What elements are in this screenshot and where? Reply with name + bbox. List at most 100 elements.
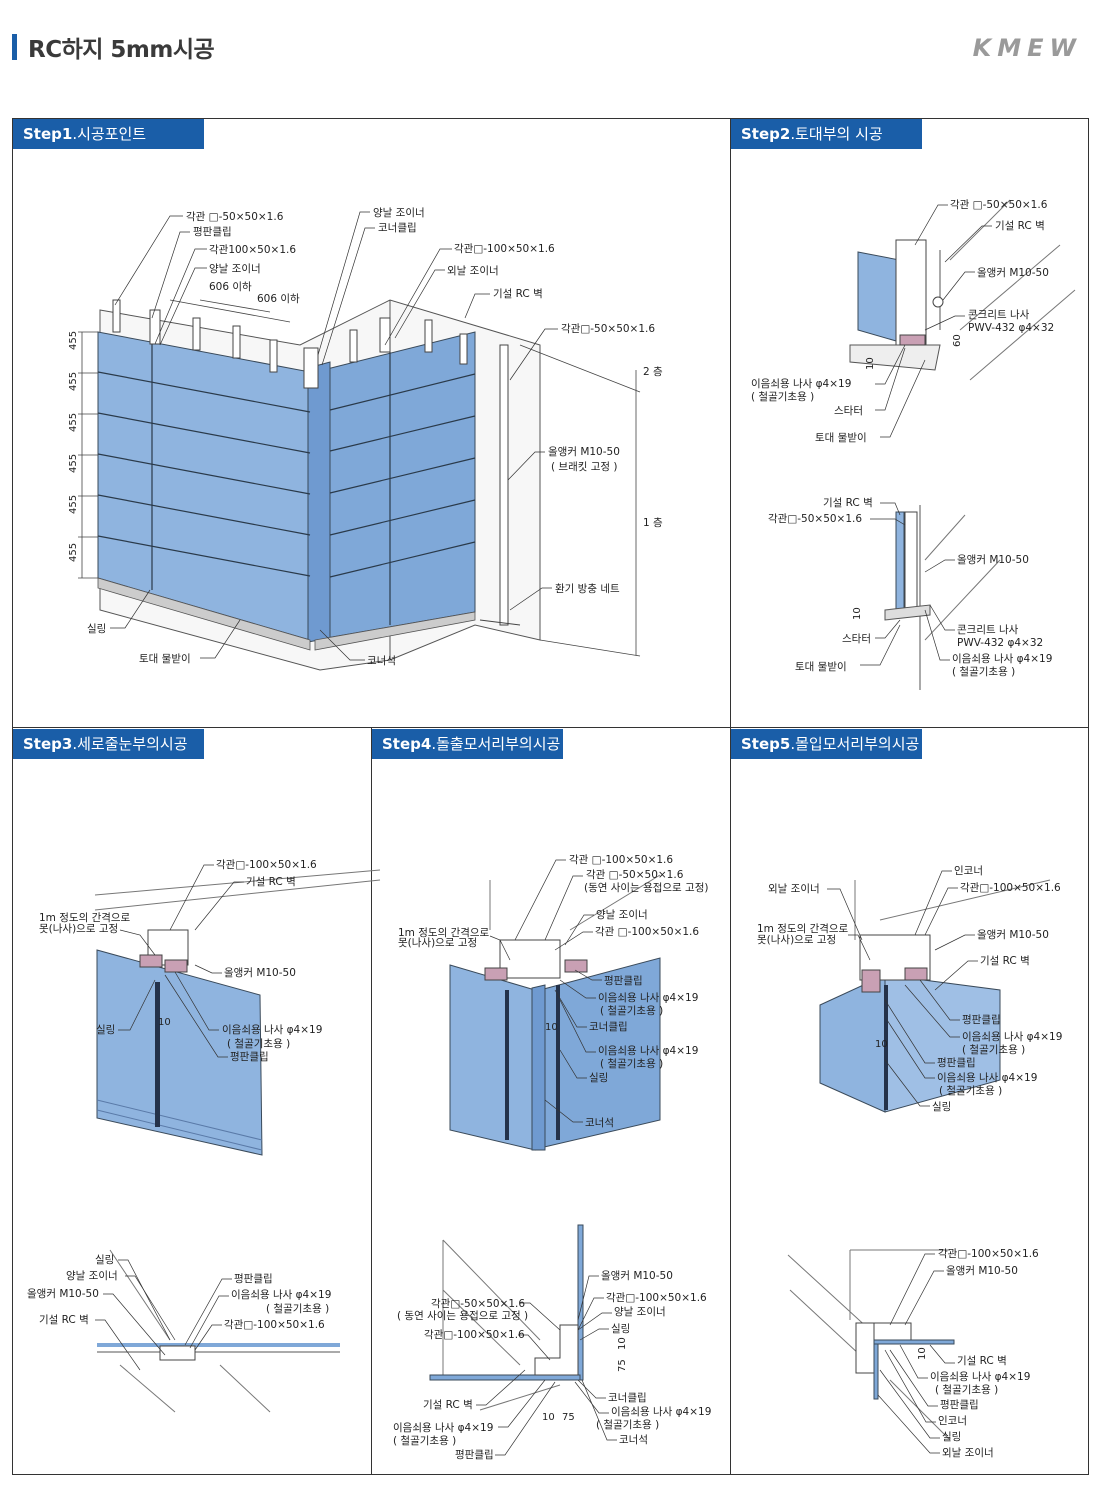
svg-text:이음쇠용 나사 φ4×19: 이음쇠용 나사 φ4×19: [231, 1289, 331, 1301]
step2-section-labels: 기설 RC 벽 각관□-50×50×1.6 올앵커 M10-50 콘크리트 나사…: [768, 497, 1052, 678]
step2-top-labels: 각관 □-50×50×1.6 기설 RC 벽 올앵커 M10-50 콘크리트 나…: [751, 199, 1054, 444]
svg-text:10: 10: [545, 1022, 558, 1033]
svg-text:이음쇠용 나사 φ4×19: 이음쇠용 나사 φ4×19: [937, 1072, 1037, 1084]
svg-text:10: 10: [617, 1337, 628, 1350]
svg-text:455: 455: [68, 413, 79, 432]
svg-text:못(나사)으로 고정: 못(나사)으로 고정: [39, 923, 118, 935]
corner-stone: [307, 361, 331, 643]
svg-text:올앵커 M10-50: 올앵커 M10-50: [548, 446, 620, 458]
svg-text:평판클립: 평판클립: [962, 1013, 1001, 1026]
svg-text:기설 RC 벽: 기설 RC 벽: [995, 220, 1045, 232]
svg-text:1m 정도의 간격으로: 1m 정도의 간격으로: [39, 911, 131, 924]
svg-text:( 철골기초용 ): ( 철골기초용 ): [600, 1058, 663, 1070]
svg-text:코너석: 코너석: [367, 655, 396, 667]
svg-text:( 철골기초용 ): ( 철골기초용 ): [935, 1384, 998, 1396]
svg-text:( 철골기초용 ): ( 철골기초용 ): [600, 1005, 663, 1017]
step4-diagram: 각관 □-100×50×1.6 각관 □-50×50×1.6 (동연 사이는 용…: [393, 854, 711, 1461]
svg-text:455: 455: [68, 495, 79, 514]
svg-text:(동연 사이는 용접으로 고정): (동연 사이는 용접으로 고정): [584, 882, 708, 894]
svg-text:평판클립: 평판클립: [604, 974, 643, 987]
svg-text:외날 조이너: 외날 조이너: [768, 883, 820, 895]
step1-diagram: 455 455 455 455 455 455 각관 □-50×50: [68, 207, 663, 671]
svg-text:1 층: 1 층: [643, 517, 663, 529]
svg-text:1m 정도의 간격으로: 1m 정도의 간격으로: [757, 922, 849, 935]
svg-text:코너석: 코너석: [585, 1117, 614, 1129]
svg-text:각관□-100×50×1.6: 각관□-100×50×1.6: [938, 1248, 1039, 1260]
step3-top-labels: 각관□-100×50×1.6 기설 RC 벽 1m 정도의 간격으로 못(나사)…: [39, 859, 322, 1063]
svg-text:실링: 실링: [87, 623, 106, 635]
svg-text:각관□-100×50×1.6: 각관□-100×50×1.6: [454, 243, 555, 255]
svg-text:평판클립: 평판클립: [455, 1448, 494, 1461]
step5-section-labels: 각관□-100×50×1.6 올앵커 M10-50 기설 RC 벽 이음쇠용 나…: [917, 1248, 1039, 1459]
svg-text:455: 455: [68, 372, 79, 391]
svg-text:( 철골기초용 ): ( 철골기초용 ): [751, 391, 814, 403]
svg-text:못(나사)으로 고정: 못(나사)으로 고정: [398, 937, 477, 949]
svg-text:각관 □-100×50×1.6: 각관 □-100×50×1.6: [595, 926, 699, 938]
svg-text:각관□-100×50×1.6: 각관□-100×50×1.6: [606, 1292, 707, 1304]
svg-text:( 철골기초용 ): ( 철골기초용 ): [939, 1085, 1002, 1097]
step2-diagram: 각관 □-50×50×1.6 기설 RC 벽 올앵커 M10-50 콘크리트 나…: [751, 199, 1076, 690]
step2-label: Step2.토대부의 시공: [731, 119, 922, 149]
step5-diagram: 인코너 외날 조이너 각관□-100×50×1.6 1m 정도의 간격으로 못(…: [757, 865, 1062, 1459]
svg-text:10: 10: [875, 1039, 888, 1050]
svg-text:외날 조이너: 외날 조이너: [447, 265, 499, 277]
svg-text:1m 정도의 간격으로: 1m 정도의 간격으로: [398, 926, 490, 939]
svg-text:606 이하: 606 이하: [257, 292, 300, 305]
step1-labels: 각관 □-50×50×1.6 평판클립 각관100×50×1.6 양날 조이너 …: [87, 207, 663, 667]
svg-text:각관□-100×50×1.6: 각관□-100×50×1.6: [424, 1329, 525, 1341]
svg-text:각관□-100×50×1.6: 각관□-100×50×1.6: [960, 882, 1061, 894]
svg-text:이음쇠용 나사 φ4×19: 이음쇠용 나사 φ4×19: [598, 992, 698, 1004]
svg-text:이음쇠용 나사 φ4×19: 이음쇠용 나사 φ4×19: [930, 1371, 1030, 1383]
svg-text:( 브래킷 고정 ): ( 브래킷 고정 ): [551, 461, 618, 473]
svg-text:올앵커 M10-50: 올앵커 M10-50: [224, 967, 296, 979]
svg-text:( 철골기초용 ): ( 철골기초용 ): [952, 666, 1015, 678]
svg-text:이음쇠용 나사 φ4×19: 이음쇠용 나사 φ4×19: [952, 653, 1052, 665]
svg-text:10: 10: [542, 1412, 555, 1423]
svg-text:토대 물받이: 토대 물받이: [815, 432, 867, 444]
svg-text:( 철골기초용 ): ( 철골기초용 ): [393, 1435, 456, 1447]
svg-text:외날 조이너: 외날 조이너: [942, 1447, 994, 1459]
svg-text:455: 455: [68, 331, 79, 350]
step1-dimensions: 455 455 455 455 455 455: [68, 331, 79, 562]
svg-text:각관□-50×50×1.6: 각관□-50×50×1.6: [561, 323, 655, 335]
kmew-logo: KMEW: [972, 34, 1082, 62]
svg-text:올앵커 M10-50: 올앵커 M10-50: [957, 554, 1029, 566]
svg-text:10: 10: [917, 1347, 928, 1360]
svg-text:양날 조이너: 양날 조이너: [209, 263, 261, 275]
divider-vertical-left: [371, 727, 372, 1475]
svg-text:( 철골기초용 ): ( 철골기초용 ): [596, 1419, 659, 1431]
svg-text:평판클립: 평판클립: [937, 1056, 976, 1069]
divider-vertical-right: [730, 118, 731, 1475]
svg-text:PWV-432 φ4×32: PWV-432 φ4×32: [957, 637, 1043, 649]
svg-text:10: 10: [865, 357, 876, 370]
svg-text:올앵커 M10-50: 올앵커 M10-50: [977, 929, 1049, 941]
svg-text:각관 □-100×50×1.6: 각관 □-100×50×1.6: [569, 854, 673, 866]
svg-text:이음쇠용 나사 φ4×19: 이음쇠용 나사 φ4×19: [751, 378, 851, 390]
svg-text:각관 □-50×50×1.6: 각관 □-50×50×1.6: [586, 869, 684, 881]
svg-text:평판클립: 평판클립: [230, 1050, 269, 1063]
svg-text:( 철골기초용 ): ( 철골기초용 ): [962, 1044, 1025, 1056]
svg-text:실링: 실링: [96, 1024, 115, 1036]
svg-text:10: 10: [158, 1017, 171, 1028]
svg-text:양날 조이너: 양날 조이너: [373, 207, 425, 219]
svg-text:각관 □-50×50×1.6: 각관 □-50×50×1.6: [186, 211, 284, 223]
step1-label: Step1.시공포인트: [13, 119, 204, 149]
step5-label: Step5.몰입모서리부의시공: [731, 729, 922, 759]
svg-text:스타터: 스타터: [834, 405, 863, 417]
step4-top-labels: 각관 □-100×50×1.6 각관 □-50×50×1.6 (동연 사이는 용…: [398, 854, 708, 1129]
svg-text:실링: 실링: [932, 1101, 951, 1113]
svg-text:올앵커 M10-50: 올앵커 M10-50: [946, 1265, 1018, 1277]
svg-text:75: 75: [562, 1412, 575, 1423]
svg-text:기설 RC 벽: 기설 RC 벽: [980, 955, 1030, 967]
svg-text:평판클립: 평판클립: [193, 225, 232, 238]
svg-text:기설 RC 벽: 기설 RC 벽: [39, 1314, 89, 1326]
step3-label: Step3.세로줄눈부의시공: [13, 729, 204, 759]
svg-text:이음쇠용 나사 φ4×19: 이음쇠용 나사 φ4×19: [598, 1045, 698, 1057]
svg-text:올앵커 M10-50: 올앵커 M10-50: [601, 1270, 673, 1282]
svg-text:455: 455: [68, 543, 79, 562]
svg-text:평판클립: 평판클립: [234, 1272, 273, 1285]
svg-text:양날 조이너: 양날 조이너: [596, 909, 648, 921]
svg-text:각관□-50×50×1.6: 각관□-50×50×1.6: [768, 513, 862, 525]
step3-section-labels: 실링 양날 조이너 올앵커 M10-50 기설 RC 벽 평판클립 이음쇠용 나…: [27, 1254, 331, 1331]
svg-text:10: 10: [852, 607, 863, 620]
